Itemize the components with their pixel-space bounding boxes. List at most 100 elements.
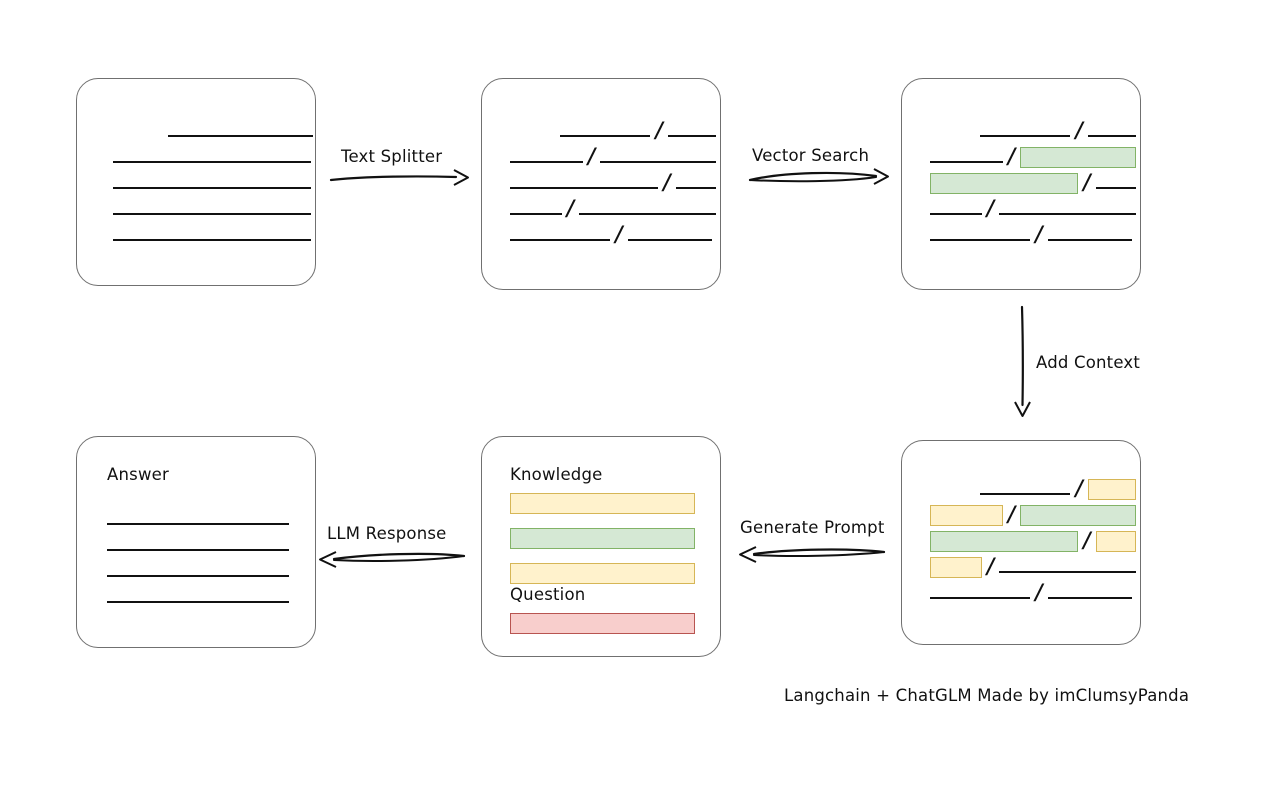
text-row: /: [930, 219, 1136, 245]
chunk-separator-icon: /: [1075, 117, 1083, 142]
answer-title: Answer: [107, 465, 169, 484]
text-line-segment: [113, 187, 311, 189]
text-row: /: [510, 219, 716, 245]
prompt-knowledge-title: Knowledge: [510, 465, 603, 484]
node-context-chunks[interactable]: / / / / /: [901, 440, 1141, 645]
knowledge-bar-yellow: [510, 493, 695, 514]
edge-add-context-label: Add Context: [1036, 353, 1141, 372]
text-row: /: [930, 551, 1136, 578]
chunk-separator-icon: /: [1007, 143, 1016, 168]
split-chunks-rows: / / / / /: [510, 115, 717, 245]
chunk-separator-icon: /: [1083, 527, 1091, 552]
text-line-segment: [627, 239, 712, 241]
chunk-separator-icon: /: [1075, 475, 1083, 500]
text-line-segment: [930, 239, 1030, 241]
text-line-segment: [107, 575, 289, 577]
edge-text-splitter-label: Text Splitter: [341, 147, 443, 166]
text-line-segment: [930, 597, 1030, 599]
chunk-separator-icon: /: [1035, 579, 1043, 604]
text-line-segment: [675, 187, 716, 189]
text-row: [107, 581, 297, 607]
text-row: /: [930, 577, 1136, 603]
chunk-separator-icon: /: [663, 169, 671, 194]
text-row: [107, 503, 297, 529]
prompt-question-bars: [510, 613, 695, 648]
node-prompt[interactable]: Knowledge Question: [481, 436, 721, 657]
node-split-chunks[interactable]: / / / / /: [481, 78, 721, 290]
highlighted-chunk-yellow: [1095, 531, 1136, 552]
chunk-separator-icon: /: [1007, 501, 1016, 526]
highlighted-chunk-yellow: [1087, 479, 1136, 500]
highlighted-chunk-green: [1020, 505, 1136, 526]
text-line-segment: [1087, 135, 1137, 137]
node-source-document[interactable]: [76, 78, 316, 286]
edge-add-context: [1011, 305, 1035, 417]
text-line-segment: [667, 135, 717, 137]
highlighted-chunk-green: [930, 531, 1078, 552]
source-document-rows: [113, 115, 313, 245]
knowledge-bar-yellow: [510, 563, 695, 584]
text-line-segment: [510, 187, 658, 189]
text-line-segment: [167, 135, 313, 137]
context-chunks-rows: / / / / /: [930, 473, 1136, 603]
chunk-separator-icon: /: [655, 117, 663, 142]
edge-llm-response: [318, 548, 466, 572]
text-row: [113, 219, 313, 245]
text-row: /: [930, 525, 1136, 552]
text-line-segment: [107, 549, 289, 551]
text-line-segment: [510, 213, 562, 215]
edge-text-splitter: [329, 168, 470, 190]
chunk-separator-icon: /: [986, 195, 995, 220]
text-row: /: [510, 115, 717, 142]
text-line-segment: [113, 213, 311, 215]
text-line-segment: [930, 161, 1003, 163]
text-line-segment: [510, 239, 610, 241]
text-line-segment: [1095, 187, 1136, 189]
text-line-segment: [107, 523, 289, 525]
text-line-segment: [600, 161, 716, 163]
chunk-separator-icon: /: [615, 221, 623, 246]
node-matched-chunks[interactable]: / / / / /: [901, 78, 1141, 290]
text-row: /: [930, 193, 1136, 219]
text-row: /: [510, 167, 716, 193]
edge-generate-prompt-label: Generate Prompt: [740, 518, 885, 537]
prompt-knowledge-bars: [510, 493, 695, 598]
text-row: /: [930, 167, 1136, 194]
knowledge-bar-green: [510, 528, 695, 549]
text-line-segment: [999, 571, 1136, 573]
node-answer[interactable]: Answer: [76, 436, 316, 648]
text-row: /: [930, 141, 1136, 168]
text-row: /: [930, 115, 1137, 142]
text-row: [113, 115, 313, 141]
chunk-separator-icon: /: [587, 143, 596, 168]
text-line-segment: [113, 161, 311, 163]
text-row: /: [930, 499, 1136, 526]
text-row: [113, 141, 313, 167]
question-bar-red: [510, 613, 695, 634]
prompt-question-title: Question: [510, 585, 586, 604]
text-row: /: [510, 141, 716, 167]
edge-vector-search-label: Vector Search: [752, 146, 870, 165]
text-line-segment: [107, 601, 289, 603]
chunk-separator-icon: /: [1035, 221, 1043, 246]
text-row: /: [930, 473, 1136, 500]
highlighted-chunk-yellow: [930, 557, 982, 578]
matched-chunks-rows: / / / / /: [930, 115, 1137, 245]
edge-vector-search: [748, 166, 890, 190]
chunk-separator-icon: /: [986, 553, 995, 578]
edge-generate-prompt: [738, 543, 886, 567]
text-row: /: [510, 193, 716, 219]
edge-llm-response-label: LLM Response: [327, 524, 447, 543]
text-line-segment: [579, 213, 716, 215]
text-row: [107, 555, 297, 581]
chunk-separator-icon: /: [566, 195, 575, 220]
text-row: [107, 529, 297, 555]
text-line-segment: [979, 493, 1071, 495]
text-line-segment: [999, 213, 1136, 215]
text-line-segment: [559, 135, 651, 137]
footer-credit: Langchain + ChatGLM Made by imClumsyPand…: [784, 686, 1190, 705]
chunk-separator-icon: /: [1083, 169, 1091, 194]
highlighted-chunk-green: [1020, 147, 1136, 168]
text-line-segment: [1047, 597, 1132, 599]
text-row: [113, 193, 313, 219]
